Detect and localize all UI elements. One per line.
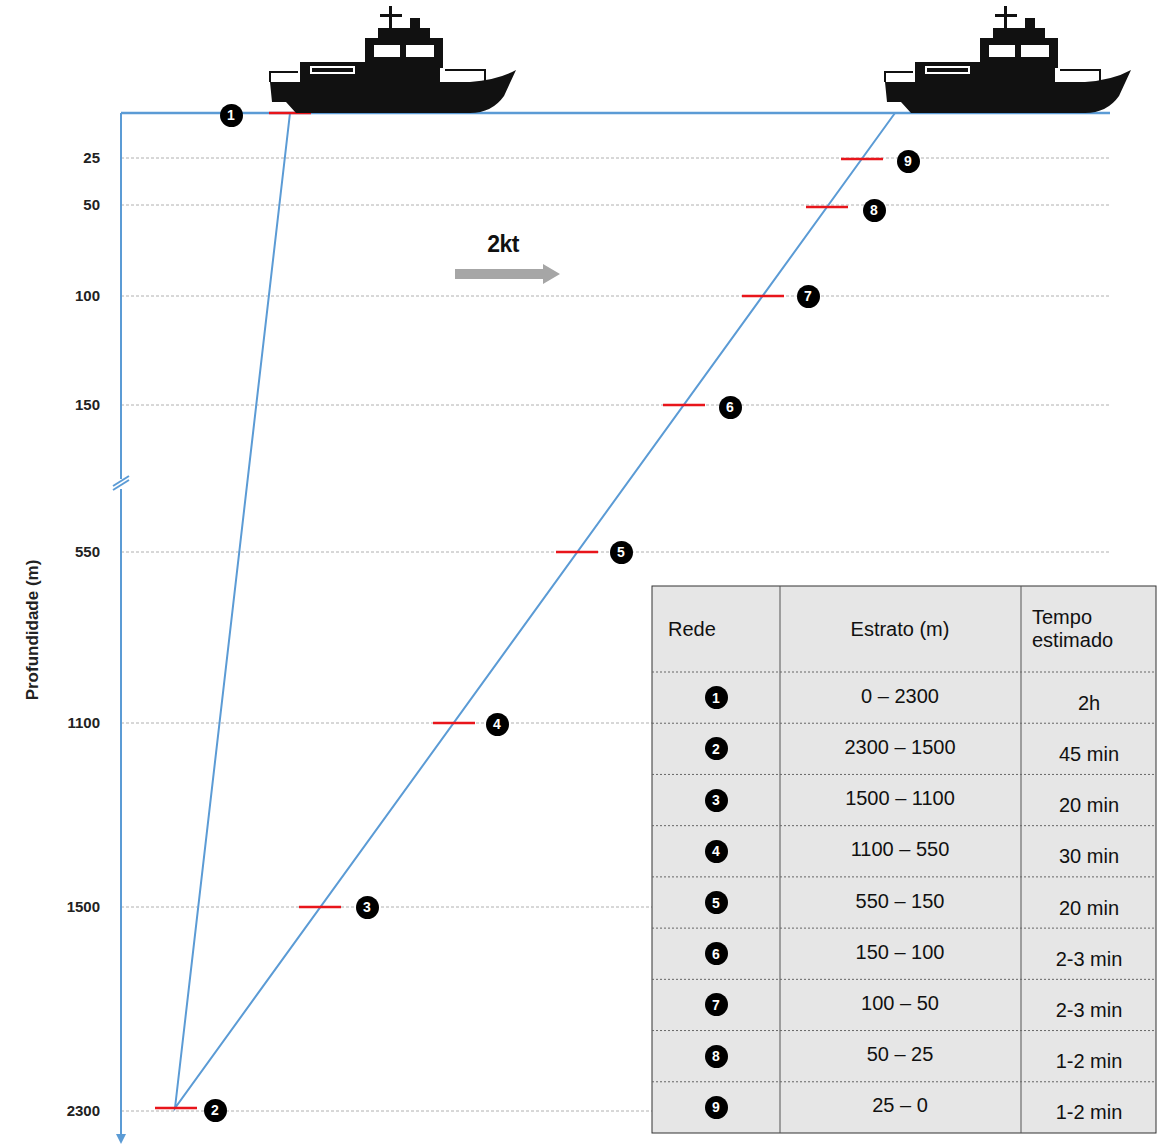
table-net-number: 8: [705, 1045, 728, 1068]
table-net-number: 3: [705, 789, 728, 812]
axis-break: [113, 476, 129, 486]
ship-silhouette: [885, 6, 1131, 113]
stratum-value: 1100 – 550: [851, 838, 950, 861]
depth-value: 150: [75, 396, 100, 413]
callout-text: 1: [712, 691, 720, 705]
depth-gridline: [121, 205, 1110, 206]
table-net-number: 6: [705, 942, 728, 965]
table-net-number: 7: [705, 993, 728, 1016]
callout-text: 8: [712, 1049, 720, 1063]
table-net-number: 1: [705, 686, 728, 709]
depth-value: 1100: [67, 714, 100, 731]
stratum-value: 2300 – 1500: [844, 735, 955, 758]
callout-text: 4: [493, 717, 501, 731]
callout-number: 6: [719, 396, 742, 419]
stratum-value: 150 – 100: [856, 940, 945, 963]
net-mark: [742, 295, 784, 298]
table-header: Tempo estimado: [1032, 606, 1157, 652]
time-value: 30 min: [1059, 845, 1119, 868]
callout-text: 5: [712, 896, 720, 910]
callout-number: 9: [897, 150, 920, 173]
callout-text: 6: [726, 400, 734, 414]
table-net-number: 4: [705, 840, 728, 863]
depth-axis: [120, 113, 122, 1137]
callout-number: 8: [863, 199, 886, 222]
callout-number: 3: [356, 896, 379, 919]
callout-text: 1: [227, 108, 235, 122]
speed-arrow: [455, 264, 560, 284]
depth-value: 2300: [67, 1102, 100, 1119]
time-value: 20 min: [1059, 794, 1119, 817]
depth-value: 100: [75, 287, 100, 304]
callout-text: 6: [712, 947, 720, 961]
depth-gridline: [121, 405, 1110, 406]
axis-title: Profundidade (m): [23, 560, 43, 701]
callout-text: 7: [712, 998, 720, 1012]
stratum-value: 0 – 2300: [861, 684, 939, 707]
callout-number: 4: [486, 713, 509, 736]
callout-text: 9: [712, 1100, 720, 1114]
callout-text: 7: [804, 289, 812, 303]
callout-number: 5: [610, 541, 633, 564]
time-value: 20 min: [1059, 896, 1119, 919]
net-mark: [433, 722, 475, 725]
axis-arrowhead: [116, 1134, 126, 1144]
callout-text: 2: [712, 742, 720, 756]
callout-text: 2: [211, 1103, 219, 1117]
callout-text: 4: [712, 844, 720, 858]
speed-label: 2kt: [487, 231, 519, 257]
stratum-value: 50 – 25: [867, 1043, 934, 1066]
net-mark: [841, 158, 883, 161]
time-value: 45 min: [1059, 742, 1119, 765]
table-grid: [652, 586, 1156, 1133]
ship-silhouette: [270, 6, 516, 113]
depth-value: 1500: [67, 898, 100, 915]
table-net-number: 2: [705, 737, 728, 760]
time-value: 1-2 min: [1056, 1101, 1123, 1124]
table-net-number: 9: [705, 1096, 728, 1119]
table-header: Estrato (m): [851, 618, 950, 641]
depth-gridline: [121, 158, 1110, 159]
stratum-value: 1500 – 1100: [845, 787, 955, 810]
callout-text: 5: [617, 545, 625, 559]
callout-text: 3: [363, 900, 371, 914]
time-value: 1-2 min: [1056, 1050, 1123, 1073]
net-mark: [556, 551, 598, 554]
net-mark: [663, 404, 705, 407]
net-mark: [299, 906, 341, 909]
time-value: 2-3 min: [1056, 947, 1123, 970]
depth-value: 25: [83, 149, 100, 166]
table-header: Rede: [668, 618, 716, 641]
stratum-value: 100 – 50: [861, 991, 939, 1014]
time-value: 2-3 min: [1056, 998, 1123, 1021]
depth-value: 50: [83, 196, 100, 213]
callout-number: 2: [204, 1099, 227, 1122]
net-mark: [806, 206, 848, 209]
time-value: 2h: [1078, 691, 1100, 714]
stratum-value: 550 – 150: [856, 889, 945, 912]
callout-text: 3: [712, 793, 720, 807]
net-mark: [155, 1107, 197, 1110]
callout-text: 8: [870, 203, 878, 217]
callout-text: 9: [904, 154, 912, 168]
callout-number: 7: [797, 285, 820, 308]
depth-value: 550: [75, 543, 100, 560]
stratum-value: 25 – 0: [872, 1094, 928, 1117]
callout-number: 1: [220, 104, 243, 127]
table-net-number: 5: [705, 891, 728, 914]
